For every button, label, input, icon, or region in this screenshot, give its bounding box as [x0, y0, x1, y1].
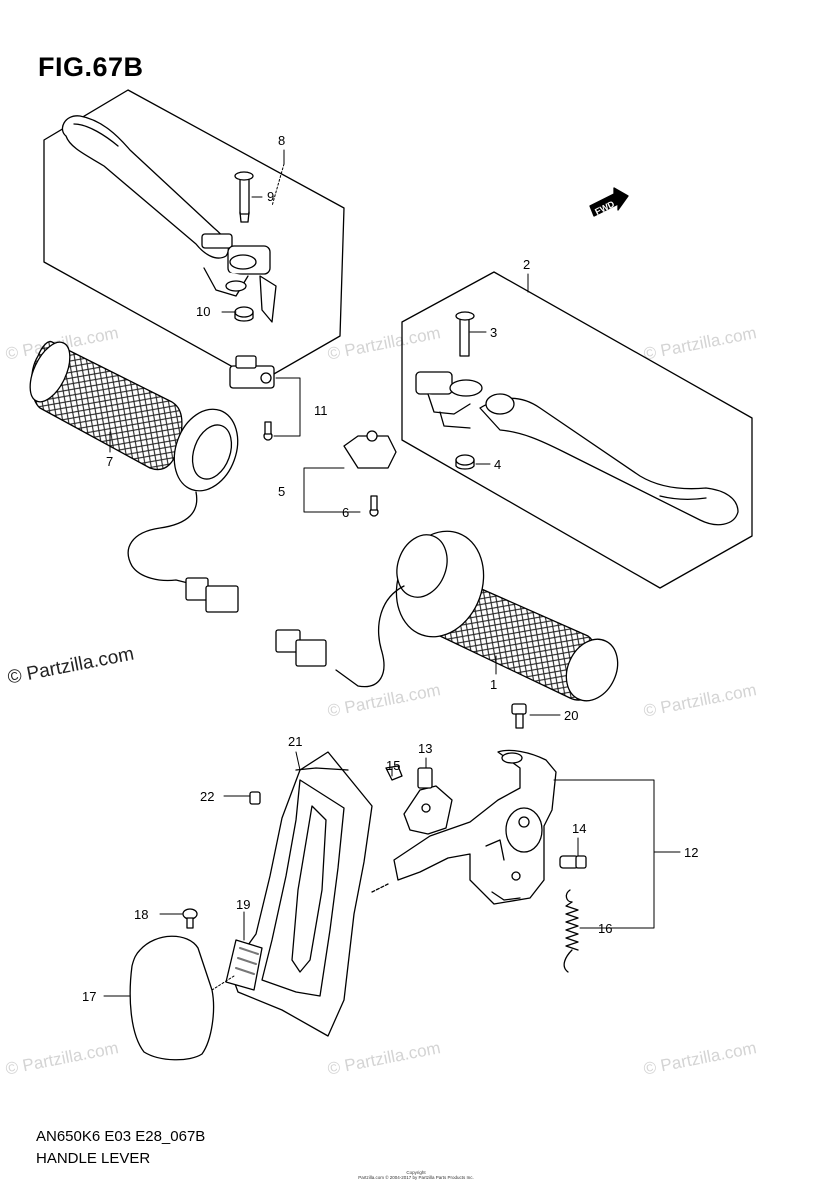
callout-6: 6 [342, 505, 349, 520]
bolt [511, 703, 527, 729]
brake-lever-assembly [401, 271, 753, 589]
callout-3: 3 [490, 325, 497, 340]
parking-brake-bracket [393, 749, 557, 905]
screw-18 [182, 908, 198, 929]
copyright-line-1: Copyright [406, 1170, 426, 1175]
callout-16: 16 [598, 921, 612, 936]
figure-title: FIG.67B [38, 52, 144, 82]
screw-22 [249, 791, 261, 805]
callout-7: 7 [106, 454, 113, 469]
leader-lines [103, 149, 681, 997]
bolt-14 [559, 855, 587, 869]
callout-12: 12 [684, 845, 698, 860]
callout-4: 4 [494, 457, 501, 472]
fwd-arrow-icon [589, 187, 629, 217]
brake-switch [343, 430, 397, 517]
end-cap [129, 935, 215, 1061]
callout-13: 13 [418, 741, 432, 756]
callout-19: 19 [236, 897, 250, 912]
callout-2: 2 [523, 257, 530, 272]
handle-cover [229, 751, 389, 1037]
callout-10: 10 [196, 304, 210, 319]
callout-11: 11 [314, 403, 328, 418]
callout-8: 8 [278, 133, 285, 148]
copyright-line-2: Partzilla.com © 2004-2017 by Partzilla P… [358, 1175, 474, 1180]
callout-20: 20 [564, 708, 578, 723]
callout-5: 5 [278, 484, 285, 499]
parking-switch [385, 765, 453, 835]
callout-15: 15 [386, 758, 400, 773]
callout-9: 9 [267, 189, 274, 204]
callout-14: 14 [572, 821, 586, 836]
copyright-notice: Copyright Partzilla.com © 2004-2017 by P… [356, 1170, 476, 1180]
callout-21: 21 [288, 734, 302, 749]
left-heated-grip [29, 340, 239, 613]
section-name: HANDLE LEVER [36, 1150, 151, 1167]
right-heated-grip [275, 530, 619, 702]
return-spring [563, 889, 579, 973]
warning-label [225, 939, 263, 991]
callout-group: 8 9 10 2 3 4 7 11 5 6 1 20 21 22 13 15 1… [82, 133, 698, 1004]
callout-1: 1 [490, 677, 497, 692]
lever-switch [229, 355, 275, 441]
callout-17: 17 [82, 989, 96, 1004]
callout-22: 22 [200, 789, 214, 804]
clutch-lever-assembly [43, 89, 345, 383]
callout-18: 18 [134, 907, 148, 922]
model-code: AN650K6 E03 E28_067B [36, 1128, 206, 1145]
